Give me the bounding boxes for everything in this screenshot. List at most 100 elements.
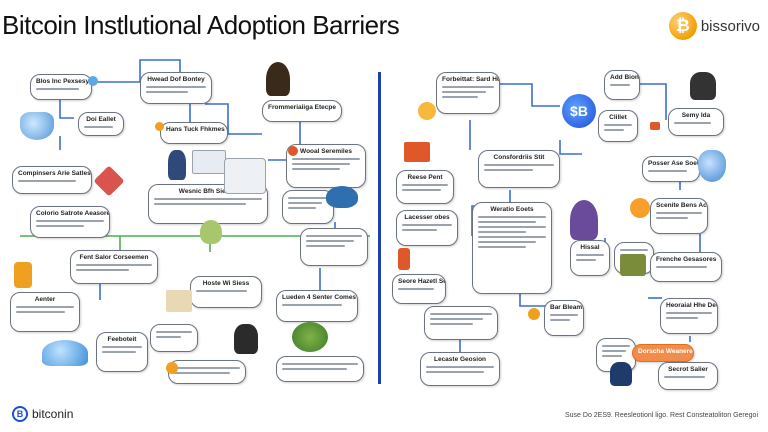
person-icon [690, 72, 716, 100]
node-label: Feeboteit [107, 336, 137, 343]
connector [559, 140, 582, 155]
node-label: Aenter [34, 296, 56, 303]
person-icon [168, 150, 186, 180]
node-label: Weratio Eoets [490, 206, 534, 213]
connector [519, 294, 548, 307]
node-10: Fent Salor Corseemen [70, 250, 158, 284]
node-label: Reese Pent [407, 174, 443, 181]
water-icon [42, 340, 88, 366]
node-label: Colorio Satrote Aeasore [36, 210, 110, 217]
node-29: Heoraial Hhe Deos [660, 298, 718, 334]
node-13b [276, 356, 364, 382]
person-icon [570, 200, 598, 240]
person-icon [234, 324, 258, 354]
node-label: Compinsers Arie Satles [18, 170, 91, 177]
node-6: Compinsers Arie Satles [12, 166, 92, 194]
node-30: Lecaste Geosion [420, 352, 500, 386]
chat-icon [88, 76, 98, 86]
node-label: Add Bion [610, 74, 639, 81]
plant-icon [200, 220, 222, 244]
node-label: Wooal Seremiles [300, 148, 352, 155]
node-14b [150, 324, 198, 352]
footer-brand-name: bitconin [32, 407, 74, 421]
node-4: Hans Tuck Fhkmes [160, 122, 228, 144]
node-9b [282, 190, 334, 224]
node-18: Consfordriis Stit [478, 150, 560, 188]
coin-icon [630, 198, 650, 218]
bitcoin-coin-icon: ₿ [668, 12, 697, 40]
chart-icon [224, 158, 266, 194]
bitcoin-icon: $B [562, 94, 596, 128]
node-15: Forbeittat: Sard Hums [436, 72, 500, 114]
node-16: Add Bion [604, 70, 640, 100]
node-label: Hwead Dof Bontey [147, 76, 205, 83]
node-label: Doi Eallet [86, 116, 116, 123]
page-title: Bitcoin Instlutional Adoption Barriers [2, 10, 400, 40]
node-3: Doi Eallet [78, 112, 124, 136]
node-12: Aenter [10, 292, 80, 332]
node-25: Hissal [570, 240, 610, 276]
node-14c [168, 360, 246, 384]
document-icon [192, 150, 226, 174]
brand-name: bissorivo [700, 17, 760, 35]
node-label: Hissal [580, 244, 600, 251]
node-label: Heoraial Hhe Deos [666, 302, 718, 309]
node-label: Seore Hazetl Secet [398, 278, 446, 285]
node-8: Wooal Seremiles [286, 144, 366, 188]
node-label: Dorscha Weanere [638, 348, 693, 355]
connector [205, 103, 262, 135]
connector [59, 100, 74, 119]
node-label: Secrot Salier [668, 366, 708, 373]
section-divider [378, 72, 381, 384]
node-label: Posser Ase Soetlee [648, 160, 699, 167]
node-21: Posser Ase Soetlee [642, 156, 700, 182]
cloud-icon [326, 186, 358, 208]
node-20: Reese Pent [396, 170, 454, 204]
node-label: Consfordriis Stit [493, 154, 545, 161]
footer-note: Suse Do 2ES9. Reesleotionl ligo. Rest Co… [565, 412, 758, 419]
footer-brand: B bitconin [12, 406, 73, 422]
connector [92, 59, 181, 83]
node-14: Feeboteit [96, 332, 148, 372]
node-7: Colorio Satrote Aeasore [30, 206, 110, 238]
plant-icon [620, 254, 646, 276]
node-5: Frommeriaiiga Etecpe [262, 100, 342, 122]
connector [500, 83, 560, 107]
node-8b [300, 228, 368, 266]
flask-icon [20, 112, 54, 140]
node-23: Weratio Eoets [472, 202, 552, 294]
node-24: Scenite Bens Ace [650, 198, 708, 234]
palm-icon [292, 322, 328, 352]
node-13: Lueden 4 Senter Comes [276, 290, 358, 322]
node-28: Bar Bleams [544, 300, 584, 336]
node-label: Forbeittat: Sard Hums [442, 76, 499, 83]
brand-logo: ₿ bissorivo [668, 12, 760, 40]
bottle-icon [14, 262, 32, 288]
bottle-icon [398, 248, 410, 270]
person-icon [610, 362, 632, 386]
node-label: Hoste Wi Siess [202, 280, 250, 287]
node-label: Hans Tuck Fhkmes [166, 126, 225, 133]
node-label: Scenite Bens Ace [656, 202, 708, 209]
node-label: Fent Salor Corseemen [79, 254, 149, 261]
node-label: Wesnic Bfh Sienits [178, 188, 238, 195]
node-label: Lueden 4 Senter Comes [282, 294, 357, 301]
node-label: Bar Bleams [550, 304, 584, 311]
lantern-icon [266, 62, 290, 96]
badge-icon [288, 146, 298, 156]
node-label: Semy Ida [681, 112, 711, 119]
folder-icon [404, 142, 430, 162]
node-label: Lecaste Geosion [433, 356, 487, 363]
coin-icon [528, 308, 540, 320]
node-17: Semy Ida [668, 108, 724, 136]
node-label: Clillet [609, 114, 627, 121]
node-19: Clillet [598, 110, 638, 142]
bitcoin-logo-icon: B [12, 406, 28, 422]
coin-icon [166, 362, 178, 374]
node-label: Frenche Gesasores [656, 256, 717, 263]
node-22: Lacesser obes [396, 210, 458, 246]
node-1: Blos Inc Pexsesy [30, 74, 92, 100]
wallet-icon [650, 122, 660, 130]
node-27: Seore Hazetl Secet [392, 274, 446, 304]
